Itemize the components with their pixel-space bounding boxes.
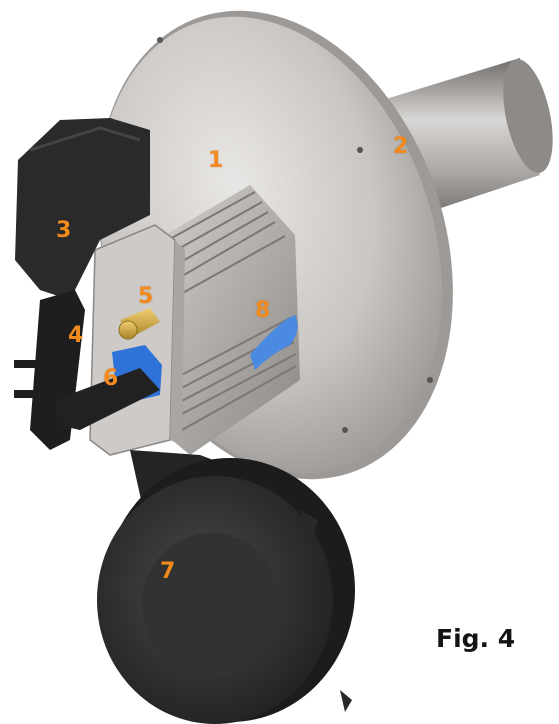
blue-hose	[250, 315, 298, 370]
callout-1: 1	[208, 148, 224, 173]
callout-4: 4	[68, 323, 84, 348]
connector-plug	[55, 345, 162, 430]
figure-caption: Fig. 4	[436, 624, 516, 653]
callout-5: 5	[138, 284, 154, 309]
callout-8: 8	[255, 298, 271, 323]
control-unit	[15, 118, 150, 300]
callout-6: 6	[103, 366, 119, 391]
callout-3: 3	[56, 218, 72, 243]
control-housing	[89, 224, 185, 456]
fan-housing	[97, 450, 355, 724]
brass-fitting	[118, 308, 160, 340]
callout-7: 7	[160, 559, 176, 584]
callout-2: 2	[393, 134, 409, 159]
